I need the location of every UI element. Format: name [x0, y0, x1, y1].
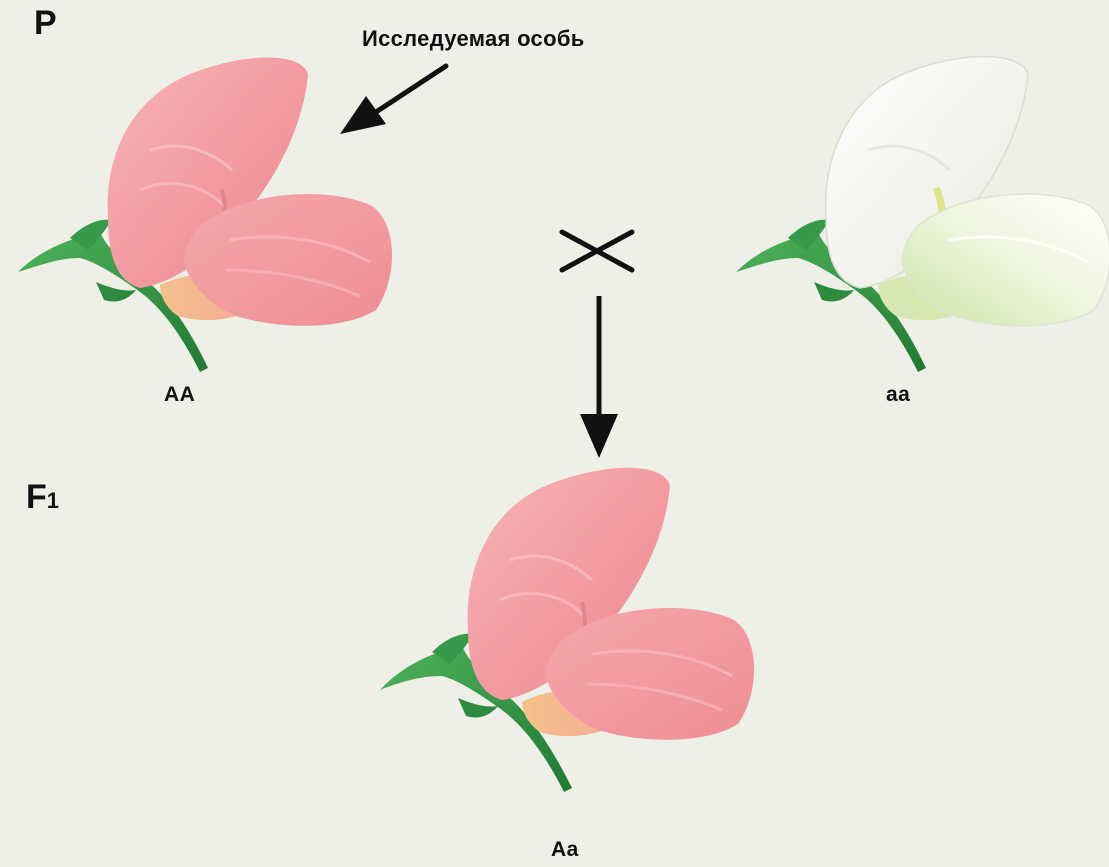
pointer-arrow-icon [340, 66, 446, 134]
left-parent-flower [18, 57, 392, 372]
cross-icon [562, 232, 632, 270]
offspring-flower [380, 468, 754, 792]
right-parent-flower [736, 57, 1109, 373]
down-arrow-icon [580, 296, 618, 458]
